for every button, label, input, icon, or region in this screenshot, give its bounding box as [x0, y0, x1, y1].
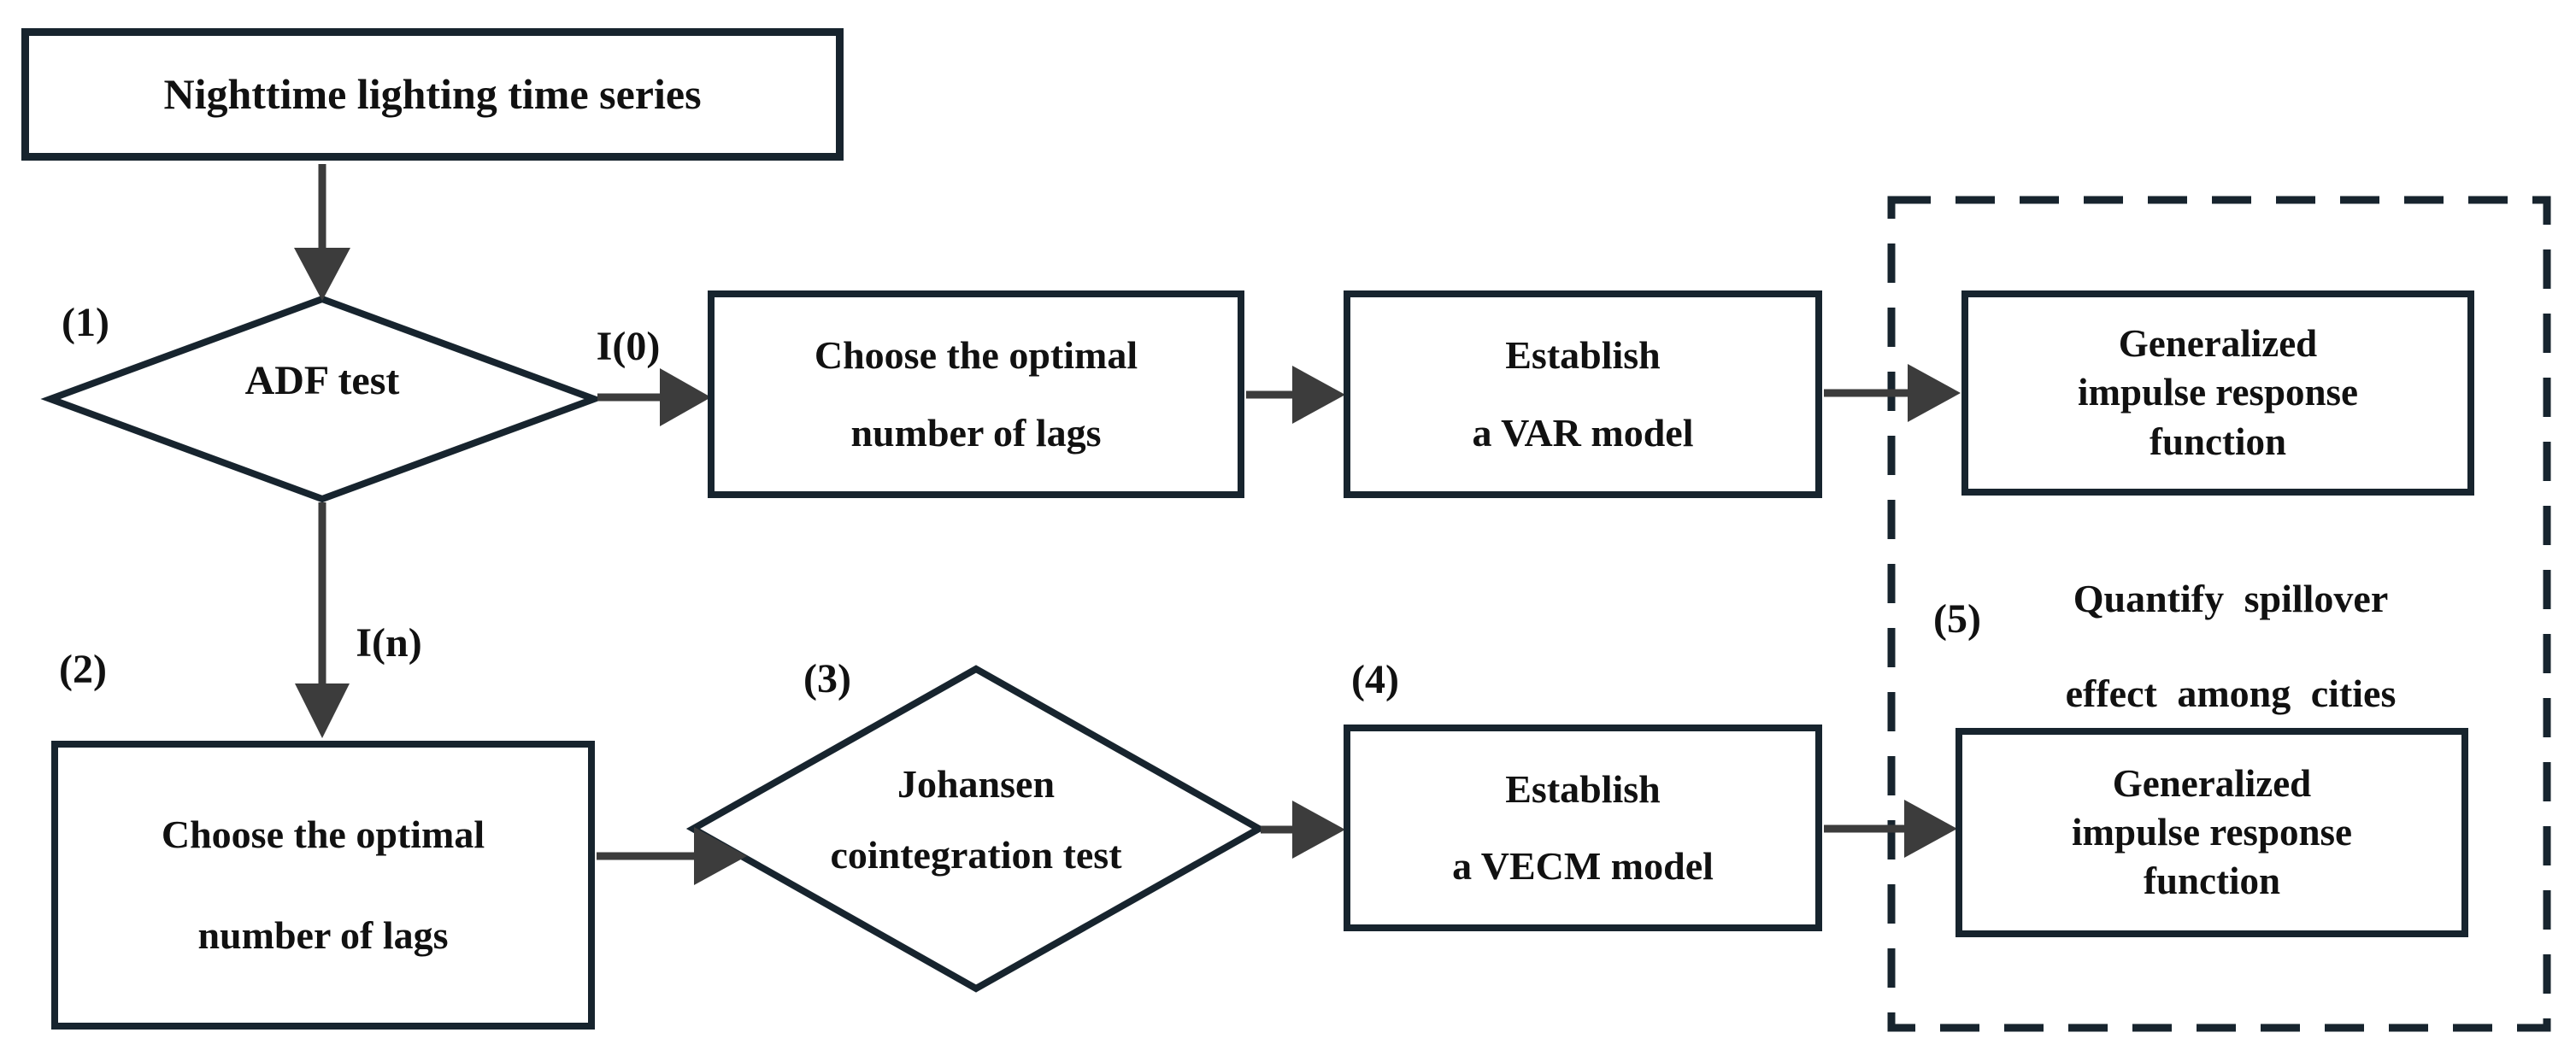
node-label-line: Johansen	[897, 762, 1056, 806]
node-choose-lags-bottom: Choose the optimal number of lags	[51, 741, 595, 1030]
step-label-3: (3)	[803, 656, 851, 701]
arrow-right-icon	[1908, 364, 1961, 422]
branch-label-in: I(n)	[356, 620, 422, 666]
arrow-right-icon	[660, 368, 711, 426]
arrow-right-icon	[1904, 800, 1957, 858]
arrow-down-icon	[295, 683, 350, 738]
node-label-line: impulse response	[2072, 810, 2352, 854]
node-label-line: Choose the optimal	[814, 333, 1138, 378]
node-nighttime-lighting-series: Nighttime lighting time series	[21, 28, 844, 161]
spillover-group-note: Quantify spillover effect among cities	[2013, 577, 2449, 715]
node-girf-bottom: Generalized impulse response function	[1956, 728, 2468, 937]
arrow-right-icon	[694, 827, 747, 885]
node-label-line: Establish	[1505, 333, 1661, 378]
node-label-line: impulse response	[2078, 371, 2358, 414]
node-label-line: Generalized	[2118, 322, 2318, 366]
note-line: effect among cities	[2065, 671, 2397, 715]
johansen-diamond-shape	[685, 665, 1267, 993]
step-label-5: (5)	[1933, 596, 1981, 642]
johansen-diamond-label: Johansen cointegration test	[762, 762, 1190, 877]
adf-test-diamond-shape	[40, 295, 604, 503]
node-establish-vecm-model: Establish a VECM model	[1344, 725, 1822, 931]
node-label-line: Generalized	[2112, 761, 2312, 805]
step-label-2: (2)	[59, 647, 107, 692]
node-girf-top: Generalized impulse response function	[1961, 290, 2474, 496]
node-label-line: cointegration test	[830, 832, 1122, 877]
node-choose-lags-top: Choose the optimal number of lags	[708, 290, 1244, 498]
node-label-line: Establish	[1505, 766, 1661, 811]
node-label-line: number of lags	[850, 410, 1102, 455]
step-label-4: (4)	[1351, 657, 1399, 702]
node-label-line: Choose the optimal	[161, 812, 485, 856]
step-label-1: (1)	[62, 300, 109, 345]
node-label-line: number of lags	[197, 913, 449, 957]
arrow-down-icon	[294, 248, 350, 301]
note-line: Quantify spillover	[2073, 577, 2389, 620]
arrow-right-icon	[1292, 801, 1345, 859]
node-establish-var-model: Establish a VAR model	[1344, 290, 1822, 498]
adf-diamond-label: ADF test	[244, 358, 400, 403]
arrow-right-icon	[1292, 366, 1345, 424]
node-label-line: a VAR model	[1472, 410, 1694, 455]
spillover-group-dashed-border	[1887, 196, 2551, 1032]
node-label-line: function	[2149, 419, 2287, 463]
node-label: Nighttime lighting time series	[163, 70, 702, 118]
node-label-line: function	[2143, 859, 2281, 903]
node-label-line: a VECM model	[1452, 844, 1714, 888]
branch-label-i0: I(0)	[596, 324, 661, 369]
